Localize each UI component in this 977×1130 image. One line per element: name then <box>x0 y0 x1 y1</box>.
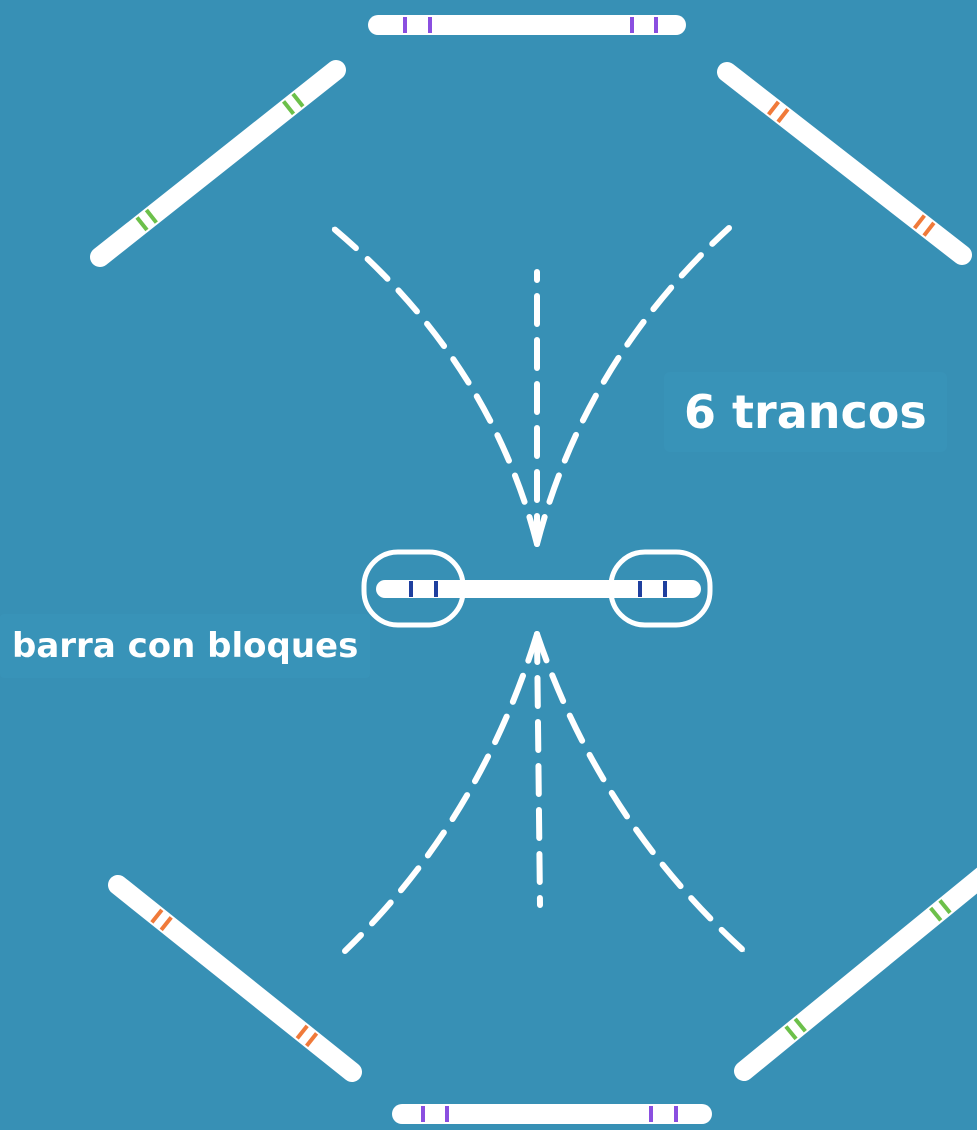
stroke-bar-top-right <box>717 62 972 265</box>
marker <box>295 1024 309 1040</box>
marker <box>922 221 936 237</box>
strokes-label: 6 trancos <box>664 372 947 452</box>
arrow-up-right <box>534 225 732 547</box>
marker <box>776 108 790 124</box>
stroke-bar-top-left <box>90 60 346 267</box>
marker <box>281 100 296 116</box>
bar-with-blocks <box>361 549 713 628</box>
stroke-bar-bottom-right <box>734 867 977 1081</box>
marker <box>150 908 164 924</box>
marker <box>135 216 149 232</box>
marker <box>766 100 780 116</box>
marker <box>912 214 926 230</box>
arrow-down-right <box>534 631 747 954</box>
marker <box>938 899 952 915</box>
marker <box>144 208 158 224</box>
arrow-up-left <box>330 225 540 547</box>
marker <box>291 92 305 108</box>
arrow-down-center <box>534 631 543 908</box>
stroke-bar-bottom-left <box>108 875 362 1082</box>
stroke-bar-top <box>368 15 686 35</box>
marker <box>793 1017 807 1033</box>
marker <box>305 1032 319 1048</box>
arrow-down-left <box>342 631 540 954</box>
bar-with-blocks-label: barra con bloques <box>0 614 371 678</box>
marker <box>929 906 943 922</box>
marker <box>159 916 173 932</box>
marker <box>784 1025 798 1041</box>
stroke-bar-bottom <box>392 1104 712 1124</box>
